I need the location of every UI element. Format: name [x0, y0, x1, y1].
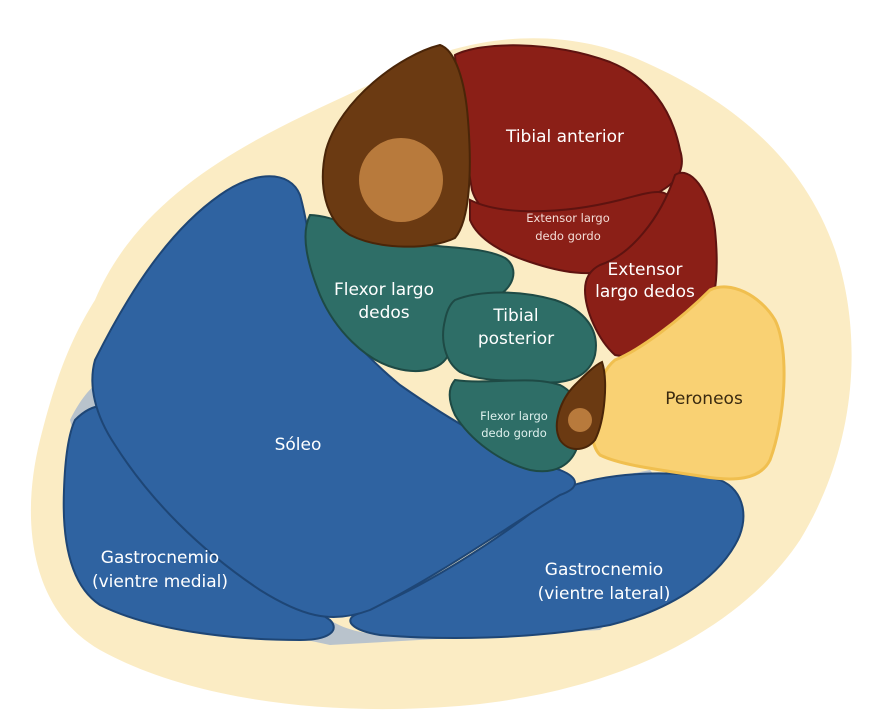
- tibia-marrow: [359, 138, 443, 222]
- label-flexor-largo-dedos-line2: dedos: [358, 303, 409, 323]
- label-soleo: Sóleo: [275, 435, 322, 455]
- fibula-marrow: [568, 408, 592, 432]
- label-extensor-largo-dedo-gordo-line2: dedo gordo: [535, 229, 601, 243]
- label-flexor-largo-dedo-gordo-line1: Flexor largo: [480, 409, 548, 423]
- label-peroneos: Peroneos: [665, 389, 743, 409]
- label-extensor-largo-dedos-line1: Extensor: [608, 260, 683, 280]
- label-tibial-posterior-line2: posterior: [478, 329, 554, 349]
- label-tibial-posterior-line1: Tibial: [492, 306, 538, 326]
- label-flexor-largo-dedos-line1: Flexor largo: [334, 280, 434, 300]
- label-extensor-largo-dedo-gordo-line1: Extensor largo: [526, 211, 609, 225]
- label-gastrocnemio-medial-line1: Gastrocnemio: [101, 548, 219, 568]
- label-flexor-largo-dedo-gordo-line2: dedo gordo: [481, 426, 547, 440]
- label-extensor-largo-dedos-line2: largo dedos: [595, 282, 695, 302]
- label-gastrocnemio-medial-line2: (vientre medial): [92, 572, 228, 592]
- label-tibial-anterior: Tibial anterior: [505, 127, 624, 147]
- label-gastrocnemio-lateral-line2: (vientre lateral): [538, 584, 671, 604]
- label-gastrocnemio-lateral-line1: Gastrocnemio: [545, 560, 663, 580]
